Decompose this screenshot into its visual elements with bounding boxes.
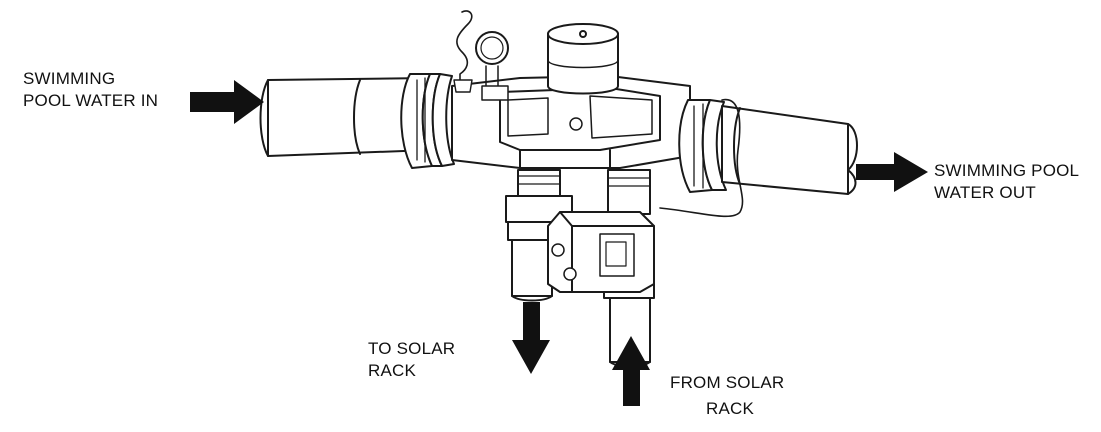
valve-body — [451, 75, 691, 169]
valve-actuator-top — [547, 23, 619, 95]
outlet-label-line1: SWIMMING POOL — [934, 161, 1080, 180]
from-solar-label-line2: RACK — [706, 399, 755, 418]
to-solar-arrow-down-icon — [512, 302, 550, 374]
inlet-arrow-right-icon — [190, 80, 264, 124]
to-solar-label-line1: TO SOLAR — [368, 339, 456, 358]
inlet-label-line1: SWIMMING — [23, 69, 116, 88]
outlet-pipe — [721, 105, 858, 195]
sensor-wire — [456, 10, 473, 87]
outlet-arrow-right-icon — [856, 152, 928, 192]
to-solar-label-line2: RACK — [368, 361, 417, 380]
inlet-label-line2: POOL WATER IN — [23, 91, 159, 110]
pressure-gauge — [475, 31, 509, 101]
from-solar-arrow-up-icon — [612, 336, 650, 406]
inlet-union-nut — [400, 73, 455, 169]
outlet-label-line2: WATER OUT — [934, 183, 1036, 202]
control-cable — [659, 98, 744, 218]
outlet-union-nut — [678, 99, 727, 193]
motor-actuator-box — [547, 211, 655, 293]
from-solar-label-line1: FROM SOLAR — [670, 373, 785, 392]
